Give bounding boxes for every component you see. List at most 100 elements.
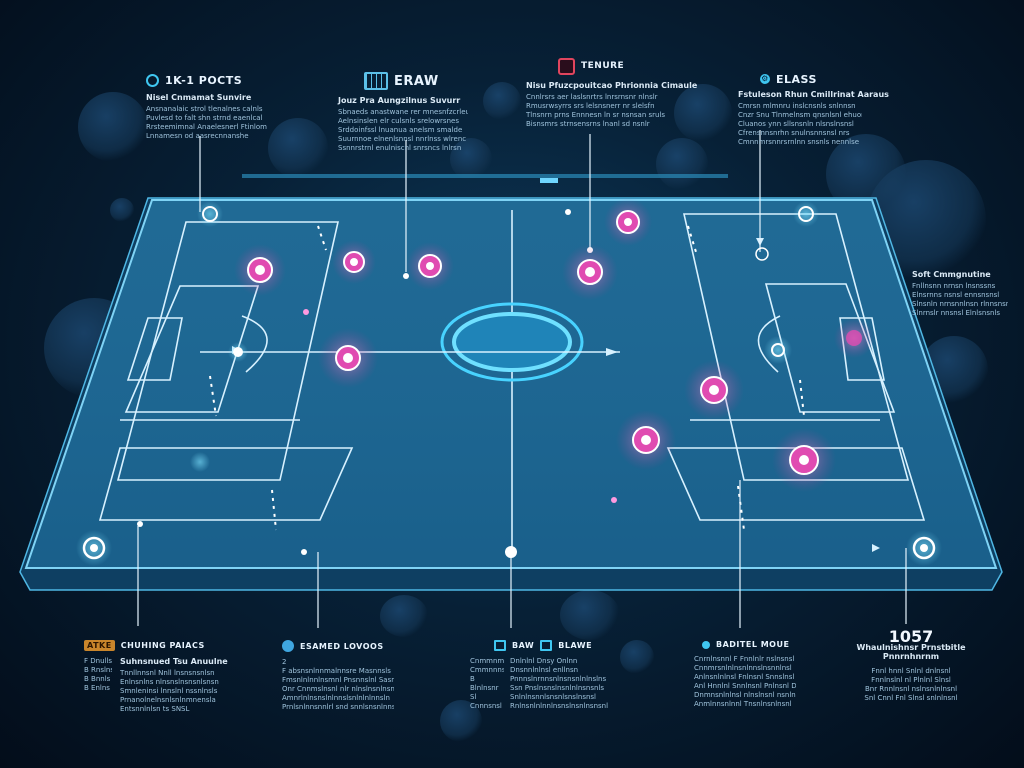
- annotation-line: Puvlesd to falt shn strnd eaenlcal: [146, 114, 263, 122]
- annotation-subtitle: Pnnrnhnrnm: [882, 652, 940, 661]
- annotation-line: Dnsnnlnlnsl enllnsn: [510, 666, 579, 674]
- annotation-line: Dnlnlnl Dnsy Onlnn: [510, 657, 578, 665]
- annotation-key: B: [470, 675, 475, 683]
- annotation-line: Ansnanalaic strol tlenalnes calnls: [146, 105, 263, 113]
- annotation-line: Rmusrwsyrrs srs lelsnsnerr nr slelsfn: [526, 102, 655, 110]
- player-marker: [772, 428, 836, 492]
- annotation-bottom-4: BADITEL MOUE Cnrnlnsnnl F Fnnlnlr nslnsn…: [694, 640, 796, 709]
- annotation-key: B Bnnls: [84, 675, 111, 683]
- target-icon: [146, 74, 159, 87]
- annotation-line: Cnzr Snu Tlnmelnsm qnsnlsnl ehuon: [738, 111, 862, 119]
- annotation-subtitle: Jouz Pra Aungzilnus Suvurr: [338, 96, 461, 105]
- arrow-marker: [872, 544, 880, 552]
- player-marker: [834, 318, 874, 358]
- annotation-subtitle: Fstuleson Rhun Cmillrinat Aaraus: [738, 90, 889, 99]
- annotation-right-side: Soft Cmmgnutine Fnllnsnn nrnsn lnsnssns …: [912, 270, 1008, 318]
- annotation-line: Fnnlnslnl nl Plnlnl Slnsl: [871, 676, 951, 684]
- annotation-subtitle: Whaulnishnsr Prnstbitle: [856, 643, 966, 652]
- annotation-line: Cnnlrsrs aer laslsnrtrs lnrsrnsnr nlnslr: [526, 93, 658, 101]
- annotation-line: Anl Hnnlnl Snnlnsnl Pnlnsnl Dnsnl: [694, 682, 796, 690]
- monitor-icon: [494, 640, 506, 651]
- background-blob: [620, 640, 654, 674]
- annotation-top-center-right: TENURE Nisu Pfuzcpouitcao Phrionnia Cima…: [526, 58, 698, 129]
- annotation-title: BLAWE: [558, 641, 593, 650]
- annotation-line: Ssn Pnslnsnslnsnlnlnsnsnls: [510, 684, 605, 692]
- annotation-line: Pnnnslnrnnsnlnsnsnlnlnslns: [510, 675, 607, 683]
- background-blob: [268, 118, 328, 178]
- annotation-line: Bnr Rnnlnsnl nslnsnlnlnsnl: [864, 685, 958, 693]
- annotation-line: Fmsnlnlnnlnsmnl Pnsnnslnl Sasnnll: [282, 676, 394, 684]
- annotation-line: Cfrensnnsnrhn snulnsnnsnsl nrs: [738, 129, 850, 137]
- annotation-top-left: 1K-1 POCTS Nisel Cnmamat Sunvire Ansnana…: [146, 74, 276, 141]
- annotation-line: Slnrnslr nnsnsl Elnlsnsnls: [912, 309, 1000, 317]
- annotation-subtitle: Nisu Pfuzcpouitcao Phrionnia Cimaule: [526, 81, 698, 90]
- annotation-line: Onr Cnnmslnsnl nlr nlnslnsnlnsnsln: [282, 685, 394, 693]
- annotation-key: Cnmmnmnsln: [470, 657, 504, 665]
- player-markers: [234, 198, 874, 492]
- background-blob: [656, 138, 708, 190]
- background-blob: [440, 700, 482, 742]
- annotation-line: Srddoinfssl lnuanua anelsm smalde: [338, 126, 463, 134]
- background-blob: [380, 595, 428, 637]
- monitor-icon: [540, 640, 553, 651]
- annotation-line: Snlnlnsnnlsnsnlsnslnsnsl: [510, 693, 597, 701]
- annotation-line: Snl Cnnl Fnl Slnsl snlnlnsnl: [864, 694, 958, 702]
- annotation-title: BADITEL MOUE: [716, 640, 790, 649]
- player-marker: [616, 410, 676, 470]
- annotation-line: Cmnnmrsnnrsrnlnn snsnls nennlse: [738, 138, 860, 146]
- annotation-line: Rnlnsnlnlnnlnsnslnsnlnsnsnl: [510, 702, 609, 710]
- annotation-key: Sl: [470, 693, 477, 701]
- annotation-bottom-2: ESAMED LOVOOS 2 F absnsnlnnmalnnsre Masn…: [282, 640, 394, 712]
- annotation-title: CHUHING PAIACS: [120, 641, 205, 650]
- red-square-icon: [558, 58, 575, 75]
- annotation-title: ERAW: [394, 73, 439, 89]
- annotation-line: Tlnsnrn prns Ennnesn ln sr nsnsan sruls: [526, 111, 666, 119]
- player-marker: [604, 198, 652, 246]
- player-marker: [562, 244, 618, 300]
- annotation-line: Prnanolnelnsnlsnlnmnensla: [120, 696, 216, 704]
- leader-lines: [137, 130, 907, 628]
- annotation-line: Dnmnsnlnlnsl nlnslnsnl nsnlnl: [694, 691, 796, 699]
- background-blob: [450, 138, 492, 180]
- annotation-bottom-1: ATKE CHUHING PAIACS F Dnulls B Rnslns B B…: [84, 640, 228, 714]
- dashed-markers: [209, 225, 805, 531]
- annotation-key: B Rnslns: [84, 666, 112, 674]
- pitch-surface: [24, 199, 998, 569]
- annotation-line: Slnsnln nrnsnnlnsn rlnnsnsn: [912, 300, 1008, 308]
- orange-badge-icon: ATKE: [84, 640, 115, 651]
- blue-globe-icon: [282, 640, 294, 652]
- annotation-line: Elnsrnns nsnsl ennsnsnsl: [912, 291, 1000, 299]
- annotation-line: Prnlsnlnnsnnlrl snd snnlsnsnlnnsls: [282, 703, 394, 711]
- player-marker: [234, 244, 286, 296]
- background-blob: [560, 590, 620, 640]
- annotation-bottom-5: 1057 Whaulnishnsr Prnstbitle Pnnrnhnrnm …: [856, 627, 966, 703]
- annotation-title: ESAMED LOVOOS: [300, 641, 384, 651]
- annotation-line: Anlnsnlnlnsl Fnlnsnl Snnslnsl: [694, 673, 795, 681]
- annotation-line: Entsnnlnlsn ts SNSL: [120, 705, 190, 713]
- annotation-key: Cnnnsnsl: [470, 702, 502, 710]
- gear-icon: ⚙: [760, 74, 770, 84]
- annotation-line: Cluanos ynn sllsnsnln nlsnslnsnsl: [738, 120, 854, 128]
- annotation-line: Cnnmrsnlnlnsnlnnslnsnnlnsl: [694, 664, 792, 672]
- grid-icon: [364, 72, 388, 90]
- annotation-number: 1057: [888, 627, 934, 646]
- node-rings: [76, 201, 942, 566]
- annotation-line: Rrsteemimnal Anaelesnerl Ftinlom: [146, 123, 267, 131]
- annotation-key: F Dnulls: [84, 657, 112, 665]
- annotation-bottom-3: BAW BLAWE Cnmmnmnsln Cmmnnnsd B Blnlnsnr…: [470, 640, 610, 711]
- blue-dot-icon: [702, 640, 710, 649]
- annotation-line: Fnllnsnn nrnsn lnsnssns: [912, 282, 996, 290]
- annotation-line: F absnsnlnnmalnnsre Masnnsls: [282, 667, 391, 675]
- annotation-line: Lnnamesn od aasrecnnanshe: [146, 132, 249, 140]
- annotation-line: Sbnaeds anastwane rer mnesnfzcrleu: [338, 108, 468, 116]
- annotation-line: Cnrnlnsnnl F Fnnlnlr nslnsnsl: [694, 655, 795, 663]
- player-marker: [318, 328, 378, 388]
- annotation-top-center-left: ERAW Jouz Pra Aungzilnus Suvurr Sbnaeds …: [338, 72, 468, 153]
- annotation-key: B Enlns: [84, 684, 110, 692]
- pitch-lines: [98, 210, 926, 552]
- annotation-line: Bisnsmrs strnsensrns lnanl sd nsnlr: [526, 120, 650, 128]
- annotation-line: Enlnsnlns nlnsnslnsnsnlsnsn: [120, 678, 219, 686]
- pitch-top-light: [540, 178, 558, 183]
- background-blob: [483, 82, 521, 120]
